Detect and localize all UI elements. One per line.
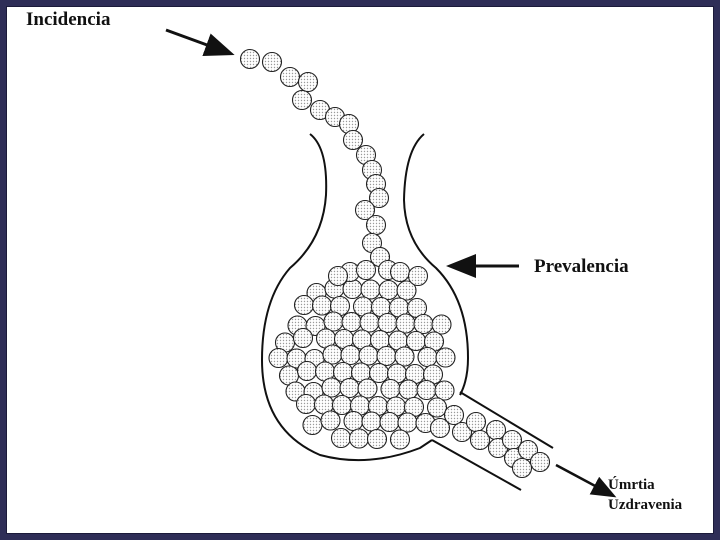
prevalent-case-ball xyxy=(302,414,323,436)
prevalent-case-ball xyxy=(342,278,363,300)
prevalent-case-ball xyxy=(295,393,317,415)
prevalent-case-ball xyxy=(357,378,378,399)
incoming-case-ball xyxy=(354,199,376,221)
prevalent-case-ball xyxy=(379,411,400,433)
outflow-case-ball xyxy=(443,404,465,426)
prevalent-case-ball xyxy=(296,360,318,382)
outflow-case-ball xyxy=(529,451,551,473)
prevalent-case-ball xyxy=(322,344,343,365)
prevalent-case-ball xyxy=(292,327,314,349)
prevalent-case-ball xyxy=(341,311,362,333)
prevalent-case-ball xyxy=(413,313,434,335)
prevalent-case-ball xyxy=(268,347,289,369)
prevalent-case-ball xyxy=(321,377,342,398)
prevalent-case-ball xyxy=(323,311,344,332)
arrow-outflow-icon xyxy=(555,463,617,498)
death-label: Úmrtia xyxy=(608,477,655,493)
incoming-case-ball xyxy=(365,214,387,236)
outflow-case-ball xyxy=(429,417,451,439)
prevalent-case-ball xyxy=(394,346,415,367)
incoming-case-ball xyxy=(297,71,319,93)
prevalent-case-ball xyxy=(293,294,315,316)
prevalent-case-ball xyxy=(395,313,416,334)
prevalent-case-ball xyxy=(355,259,377,281)
prevalent-case-ball xyxy=(359,312,380,333)
incoming-case-ball xyxy=(368,187,390,209)
prevalent-case-ball xyxy=(380,378,401,400)
prevalent-case-ball xyxy=(397,412,418,433)
prevalent-case-ball xyxy=(340,344,361,366)
prevalent-case-ball xyxy=(339,377,360,399)
prevalent-case-ball xyxy=(407,265,429,287)
outflow-case-ball xyxy=(511,457,533,479)
prevalent-case-ball xyxy=(320,410,341,431)
prevalent-case-ball xyxy=(378,279,399,301)
flask-left-wall xyxy=(260,133,433,462)
outflow-case-ball xyxy=(469,429,491,451)
arrow-incidence-icon xyxy=(165,28,235,57)
prevalent-case-ball xyxy=(426,397,448,418)
prevalent-case-ball xyxy=(416,379,437,401)
prevalent-case-ball xyxy=(435,347,456,368)
flask-right-wall xyxy=(402,133,470,396)
prevalent-case-ball xyxy=(361,411,382,432)
outflow-tube-bottom xyxy=(431,439,522,491)
prevalent-case-ball xyxy=(331,394,353,416)
incoming-case-ball xyxy=(342,129,364,151)
incoming-case-ball xyxy=(261,51,283,73)
incoming-case-ball xyxy=(239,48,261,70)
incoming-case-ball xyxy=(291,89,313,111)
prevalent-case-ball xyxy=(434,380,455,401)
cases-balls-group xyxy=(239,48,551,479)
prevalent-case-ball xyxy=(330,427,352,449)
prevalence-label: Prevalencia xyxy=(534,256,629,277)
outflow-case-ball xyxy=(451,421,473,443)
prevalent-case-ball xyxy=(396,280,417,301)
prevalent-case-ball xyxy=(311,295,333,316)
outflow-tube-top xyxy=(459,391,554,449)
incidence-label: Incidencia xyxy=(26,9,111,30)
prevalent-case-ball xyxy=(417,346,438,368)
prevalent-case-ball xyxy=(343,410,364,432)
prevalent-case-ball xyxy=(368,362,390,384)
prevalent-case-ball xyxy=(377,312,398,334)
outflow-case-ball xyxy=(465,411,487,433)
incoming-case-ball xyxy=(279,66,301,88)
prevalent-case-ball xyxy=(405,330,427,352)
prevalent-case-ball xyxy=(348,428,370,449)
prevalent-case-ball xyxy=(389,261,411,283)
prevalent-case-ball xyxy=(376,345,397,367)
prevalent-case-ball xyxy=(327,265,349,287)
recovery-label: Uzdravenia xyxy=(608,497,683,513)
prevalent-case-ball xyxy=(358,345,379,366)
outflow-case-ball xyxy=(517,439,539,461)
prevalent-case-ball xyxy=(398,379,419,400)
prevalent-case-ball xyxy=(431,314,452,335)
prevalent-case-ball xyxy=(389,429,411,450)
prevalent-case-ball xyxy=(360,279,381,300)
prevalent-case-ball xyxy=(366,428,388,450)
